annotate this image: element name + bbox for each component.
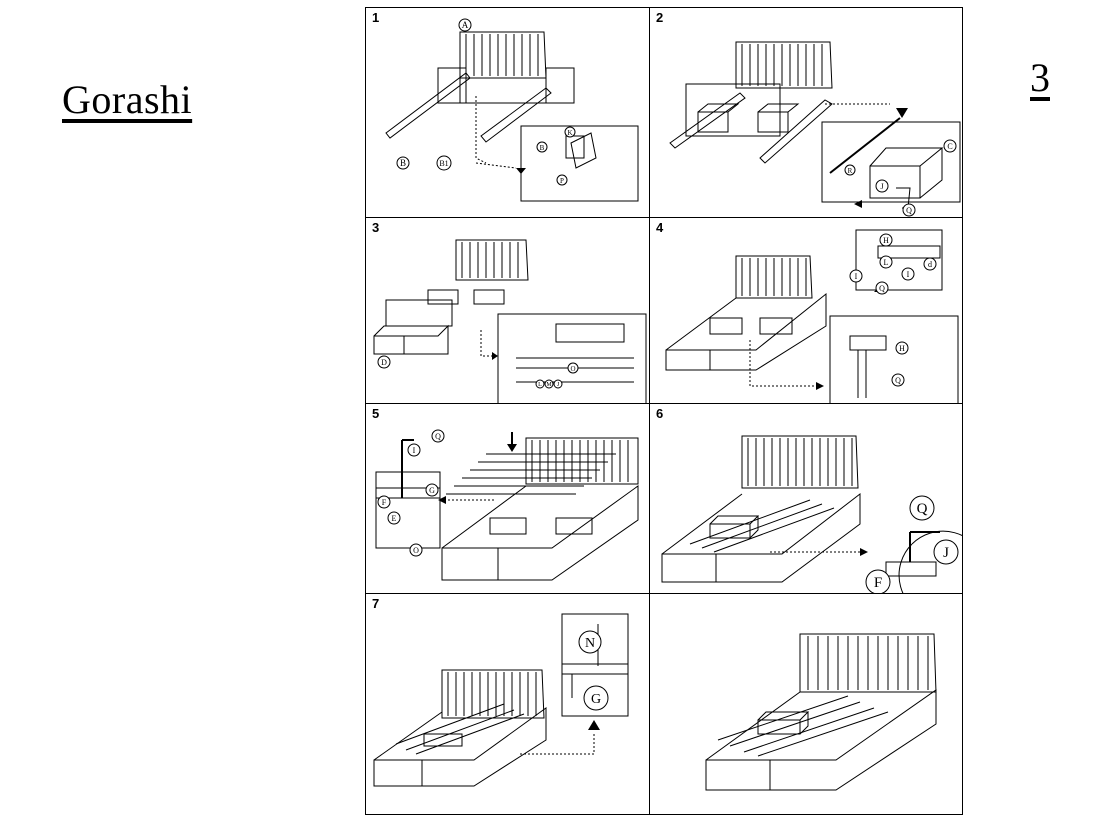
step-1-panel: 1 A B B1 <box>366 8 649 217</box>
callout-label: Q <box>895 376 901 385</box>
step-2-panel: 2 C R <box>650 8 962 217</box>
callout-label: M <box>546 382 552 388</box>
callout-label: G <box>429 486 435 495</box>
callout-label: L <box>538 382 542 388</box>
callout-label: K <box>567 129 572 137</box>
page-number: 3 <box>1030 55 1050 100</box>
callout-label: N <box>585 636 595 651</box>
callout-label: O <box>413 546 419 555</box>
brand-title: Gorashi <box>62 77 193 122</box>
callout-label: G <box>591 692 601 707</box>
grid-divider-vertical <box>649 8 650 814</box>
step-6-panel: 6 Q J F <box>650 404 962 593</box>
callout-label: I <box>907 270 910 279</box>
step-3-panel: 3 D O L M <box>366 218 649 403</box>
callout-label: Q <box>906 206 912 215</box>
step-7-panel: 7 N G <box>366 594 649 814</box>
callout-label: P <box>560 177 564 185</box>
callout-label: L <box>884 258 889 267</box>
final-assembly-panel <box>650 594 962 814</box>
instruction-grid: 1 A B B1 <box>365 7 963 815</box>
step-number: 7 <box>372 596 380 611</box>
final-assembly-illustration <box>705 633 937 791</box>
callout-label: F <box>382 498 387 507</box>
callout-label: O <box>570 365 575 373</box>
step-number: 4 <box>656 220 664 235</box>
grid-divider-row-2 <box>366 403 962 404</box>
step-2-illustration: C R J Q <box>669 41 961 217</box>
callout-label: E <box>392 514 397 523</box>
callout-label: R <box>848 167 853 175</box>
callout-label: C <box>947 142 952 151</box>
step-4-panel: 4 H L I <box>650 218 962 403</box>
step-5-illustration: Q I G F E O <box>375 429 639 581</box>
callout-label: H <box>899 344 905 353</box>
callout-label: B <box>400 158 406 168</box>
step-number: 3 <box>372 220 380 235</box>
step-5-panel: 5 Q I <box>366 404 649 593</box>
grid-divider-row-1 <box>366 217 962 218</box>
callout-label: B1 <box>439 159 448 168</box>
callout-label: Q <box>917 501 928 517</box>
step-number: 2 <box>656 10 664 25</box>
step-7-illustration: N G <box>373 613 629 787</box>
step-number: 1 <box>372 10 380 25</box>
step-1-illustration: A B B1 K B P <box>385 18 639 202</box>
step-number: 5 <box>372 406 380 421</box>
step-3-illustration: D O L M J <box>373 239 647 403</box>
callout-label: B <box>540 144 545 152</box>
callout-label: J <box>880 182 883 191</box>
callout-label: F <box>874 575 882 591</box>
callout-label: d <box>928 260 932 269</box>
callout-label: A <box>462 20 469 30</box>
step-number: 6 <box>656 406 664 421</box>
step-4-illustration: H L I I d Q H Q <box>665 229 959 403</box>
callout-label: H <box>883 236 889 245</box>
grid-divider-row-3 <box>366 593 962 594</box>
callout-label: I <box>413 446 416 455</box>
callout-label: Q <box>435 432 441 441</box>
callout-label: J <box>943 545 949 561</box>
callout-label: I <box>855 272 858 281</box>
step-6-illustration: Q J F <box>661 435 962 593</box>
callout-label: D <box>381 358 387 367</box>
callout-label: J <box>557 382 560 388</box>
callout-label: Q <box>879 284 885 293</box>
